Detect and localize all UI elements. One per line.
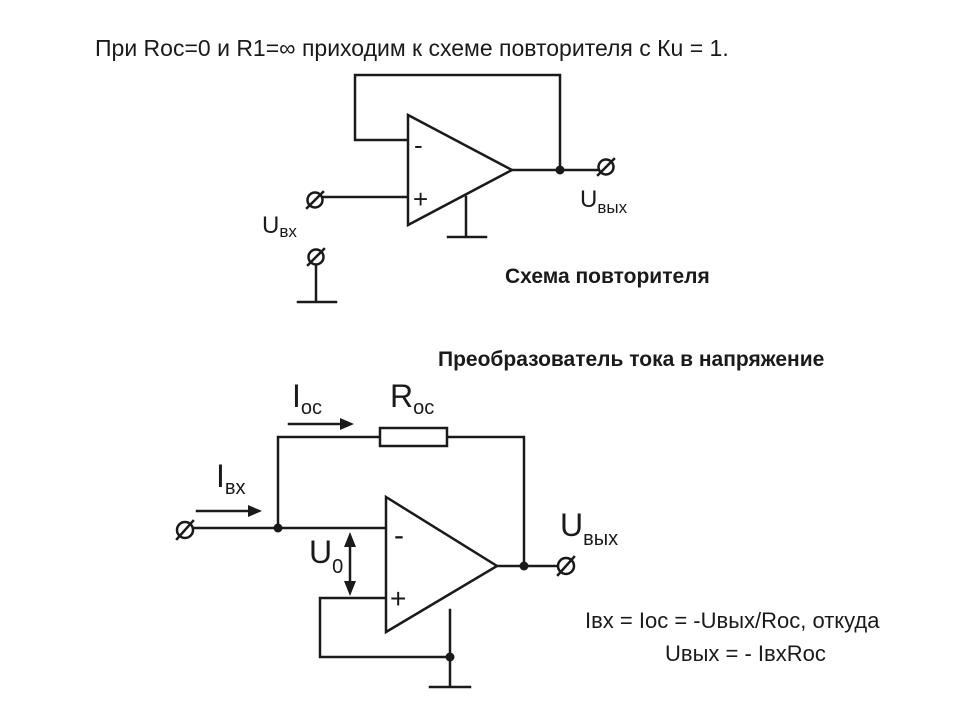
formula-line-2: Uвых = - IвхRoc (665, 641, 826, 666)
feedback-resistor (378, 426, 449, 448)
follower-u-out-label: Uвых (580, 186, 628, 217)
i-in-arrow (195, 505, 262, 517)
converter-output-terminal (556, 555, 576, 577)
follower-output-terminal (596, 157, 616, 177)
converter-u-out-label: Uвых (560, 507, 618, 550)
converter-opamp (384, 494, 500, 635)
converter-ground (428, 608, 472, 689)
r-oc-label: Rос (390, 378, 434, 419)
follower-opamp-ground (446, 195, 488, 239)
follower-ground-terminal (306, 247, 326, 267)
i-oc-label: Iос (292, 378, 322, 419)
follower-input-ground (296, 263, 338, 304)
follower-input-terminal (305, 190, 325, 210)
converter-ground-node (445, 652, 455, 662)
follower-feedback-wire (353, 73, 562, 172)
follower-caption: Схема повторителя (505, 265, 710, 288)
follower-u-in-label: Uвх (262, 212, 297, 241)
converter-output-node (519, 561, 529, 571)
follower-opamp (406, 112, 515, 228)
follower-circuit: - + Uвх Uвых Схема повторителя (262, 73, 710, 304)
u0-arrow (344, 532, 356, 596)
converter-input-terminal (175, 519, 195, 541)
converter-feedback-wire (276, 435, 526, 568)
converter-title: Преобразователь тока в напряжение (438, 348, 824, 371)
converter-noninv-wire (318, 596, 452, 659)
follower-minus-sign: - (414, 130, 423, 160)
converter-minus-sign: - (394, 519, 404, 552)
converter-plus-sign: + (390, 583, 406, 614)
converter-input-node (273, 523, 283, 533)
u0-label: U0 (309, 534, 343, 578)
i-in-label: Iвх (216, 458, 246, 499)
formula-line-1: Iвх = Iос = -Uвых/Roc, откуда (585, 608, 880, 633)
infinity-symbol: ∞ (279, 35, 295, 61)
i-oc-arrow (287, 418, 354, 430)
follower-output-node (555, 165, 565, 175)
converter-circuit: - + Iос Rос Iвх U0 Uвых (175, 378, 880, 689)
follower-plus-sign: + (413, 184, 428, 214)
header-text: При Roc=0 и R1=∞ приходим к схеме повтор… (95, 35, 729, 61)
